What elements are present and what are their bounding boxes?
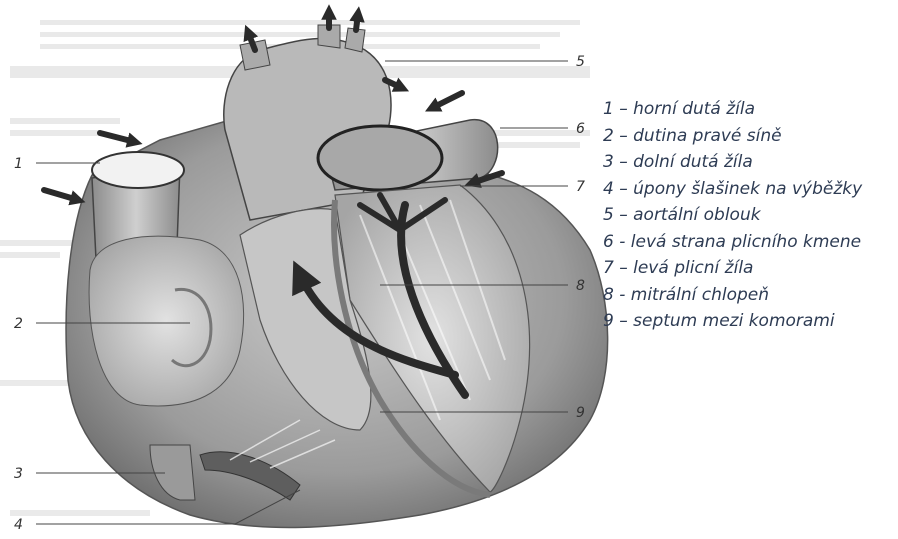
- legend-item-5: 5 – aortální oblouk: [603, 202, 862, 229]
- legend-item-3: 3 – dolní dutá žíla: [603, 149, 862, 176]
- callout-5: 5: [576, 54, 585, 70]
- callout-6: 6: [576, 121, 585, 137]
- legend-item-8: 8 - mitrální chlopeň: [603, 282, 862, 309]
- legend-item-9: 9 – septum mezi komorami: [603, 308, 862, 335]
- arrow-aorta-out-3: [356, 14, 358, 30]
- legend-list: 1 – horní dutá žíla 2 – dutina pravé sín…: [603, 96, 862, 335]
- pulmonary-trunk-opening: [318, 126, 442, 190]
- legend-item-6: 6 - levá strana plicního kmene: [603, 229, 862, 256]
- legend-item-2: 2 – dutina pravé síně: [603, 123, 862, 150]
- callout-1: 1: [14, 156, 23, 172]
- callout-8: 8: [576, 278, 585, 294]
- callout-2: 2: [14, 316, 23, 332]
- callout-9: 9: [576, 405, 585, 421]
- superior-vena-cava-opening: [92, 152, 184, 188]
- callout-4: 4: [14, 517, 23, 533]
- arrow-svc-in: [100, 133, 135, 142]
- callout-3: 3: [14, 466, 23, 482]
- arrow-ivc-in: [44, 190, 78, 200]
- legend-item-4: 4 – úpony šlašinek na výběžky: [603, 176, 862, 203]
- right-atrium-cavity: [89, 236, 244, 406]
- arrow-pulmonary-vein-in-1: [432, 93, 462, 108]
- callout-7: 7: [576, 179, 585, 195]
- legend-item-7: 7 – levá plicní žíla: [603, 255, 862, 282]
- legend-item-1: 1 – horní dutá žíla: [603, 96, 862, 123]
